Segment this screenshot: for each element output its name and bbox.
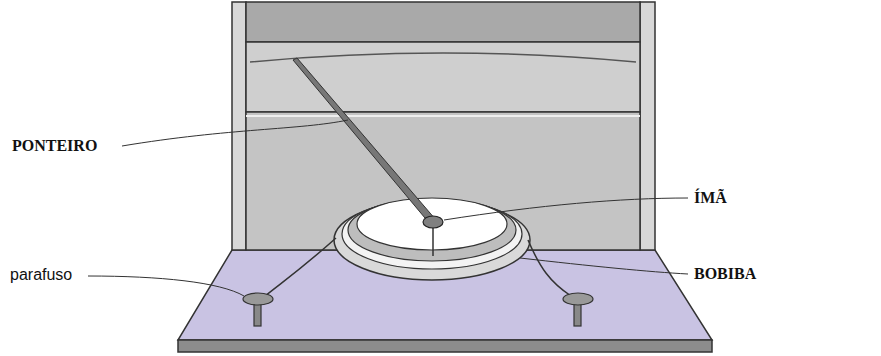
back-panel xyxy=(246,112,640,250)
leader-bobiba xyxy=(520,258,688,274)
coil-winding xyxy=(348,199,516,261)
screw-head-right xyxy=(563,293,593,305)
coil-ring xyxy=(342,199,522,269)
screw-head-left xyxy=(243,293,273,305)
pointer-needle xyxy=(293,58,436,224)
leader-ima xyxy=(444,198,688,220)
coil-face xyxy=(357,198,507,250)
leader-ponteiro xyxy=(122,120,348,146)
magnet-label: ÍMÃ xyxy=(694,189,727,207)
scale-panel xyxy=(246,42,640,112)
panel-highlight xyxy=(246,115,640,117)
pointer-label: PONTEIRO xyxy=(12,137,97,155)
wire-left xyxy=(265,238,336,296)
wire-right xyxy=(528,240,571,296)
base-edge xyxy=(178,340,712,352)
scale-arc xyxy=(250,53,636,62)
right-wall xyxy=(640,2,655,250)
left-wall xyxy=(232,2,246,250)
magnet xyxy=(423,216,443,228)
leader-parafuso xyxy=(88,276,244,296)
coil-label: BOBIBA xyxy=(694,265,756,283)
screw-label: parafuso xyxy=(10,266,72,284)
top-bar xyxy=(246,2,640,42)
